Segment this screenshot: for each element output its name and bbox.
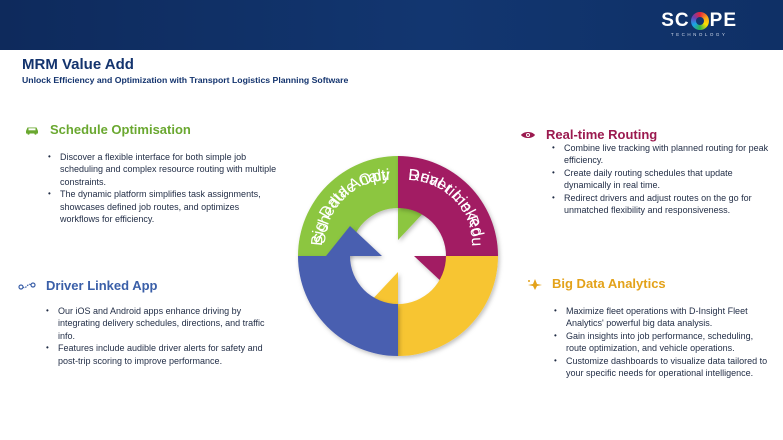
purple-arrow xyxy=(398,156,498,286)
list-item: Combine live tracking with planned routi… xyxy=(550,142,770,167)
blue-arrow-shape xyxy=(298,226,398,356)
yellow-arrow-shape xyxy=(368,256,498,356)
list-item: Redirect drivers and adjust routes on th… xyxy=(550,192,770,217)
section-title: Real-time Routing xyxy=(546,127,658,142)
bullet-list: Maximize fleet operations with D-Insight… xyxy=(552,305,776,379)
list-item: Our iOS and Android apps enhance driving… xyxy=(44,305,280,342)
blue-arrow xyxy=(298,226,398,356)
sparkle-icon xyxy=(528,278,542,290)
list-item: Discover a flexible interface for both s… xyxy=(46,151,279,188)
list-item: Gain insights into job performance, sche… xyxy=(552,330,776,355)
section-title: Big Data Analytics xyxy=(552,276,666,291)
bullet-list: Combine live tracking with planned routi… xyxy=(550,142,770,216)
list-item: The dynamic platform simplifies task ass… xyxy=(46,188,279,225)
list-item: Maximize fleet operations with D-Insight… xyxy=(552,305,776,330)
yellow-arrow xyxy=(368,256,498,356)
route-icon xyxy=(18,281,36,290)
section-real-time-routing: Real-time Routing Combine live tracking … xyxy=(520,127,770,216)
logo-o-icon xyxy=(690,12,709,30)
eye-icon xyxy=(521,131,535,138)
section-big-data-analytics: Big Data Analytics Maximize fleet operat… xyxy=(526,276,776,379)
list-item: Create daily routing schedules that upda… xyxy=(550,167,770,192)
logo-text-end: PE xyxy=(709,10,737,31)
logo-text-start: SC xyxy=(661,10,690,31)
list-item: Features include audible driver alerts f… xyxy=(44,342,280,367)
list-item: Customize dashboards to visualize data t… xyxy=(552,355,776,380)
bullet-list: Discover a flexible interface for both s… xyxy=(46,151,279,225)
page-subtitle: Unlock Efficiency and Optimization with … xyxy=(22,75,349,85)
logo-subtext: TECHNOLOGY xyxy=(670,32,728,37)
cycle-diagram: Schedule Optimisation Real-time Routing … xyxy=(278,136,518,376)
section-driver-linked-app: Driver Linked App Our iOS and Android ap… xyxy=(18,278,280,367)
section-schedule-optimisation: Schedule Optimisation Discover a flexibl… xyxy=(24,122,279,225)
section-title: Driver Linked App xyxy=(46,278,158,293)
green-arrow xyxy=(298,156,428,256)
section-title: Schedule Optimisation xyxy=(50,122,191,137)
car-icon xyxy=(26,127,38,135)
green-arrow-shape xyxy=(298,156,428,256)
purple-arrow-shape xyxy=(398,156,498,286)
scope-logo: SC PE TECHNOLOGY xyxy=(661,10,737,38)
bullet-list: Our iOS and Android apps enhance driving… xyxy=(44,305,280,367)
header-bar: SC PE TECHNOLOGY xyxy=(0,0,783,50)
page-title: MRM Value Add xyxy=(22,56,134,73)
